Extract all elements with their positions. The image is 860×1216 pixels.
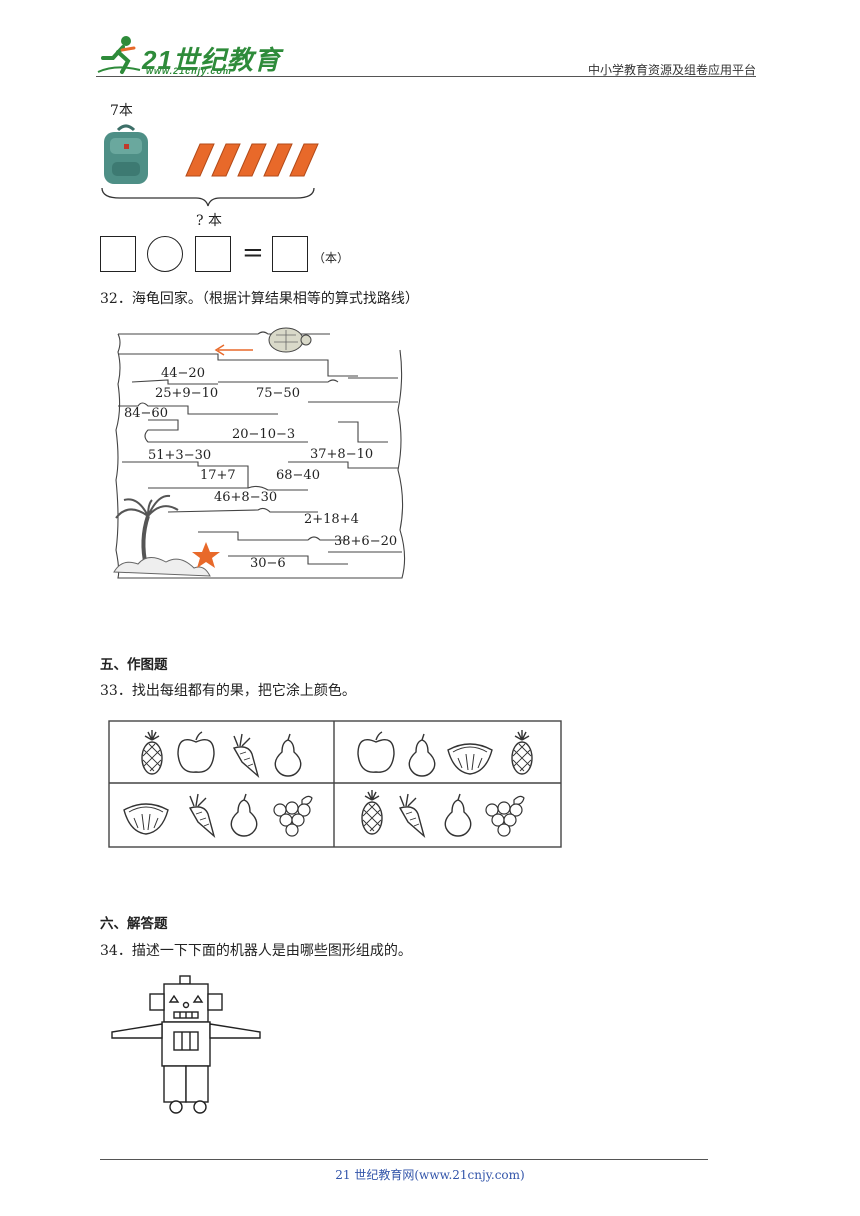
section-6-title: 六、解答题	[100, 916, 168, 932]
header-divider	[96, 76, 756, 77]
fruit-table	[108, 720, 562, 848]
maze-expression-4: 84−60	[124, 406, 168, 421]
question-32-text: 32．海龟回家。（根据计算结果相等的算式找路线）	[100, 291, 419, 307]
maze-expression-8: 17+7	[200, 468, 236, 483]
platform-name: 中小学教育资源及组卷应用平台	[587, 63, 756, 77]
robot-figure	[111, 975, 261, 1114]
footer-divider	[100, 1159, 708, 1160]
pineapple-icon	[511, 729, 533, 775]
unit-label: （本）	[313, 251, 350, 265]
logo-text: 21世纪教育	[142, 45, 281, 75]
brace-icon	[101, 187, 315, 207]
maze-expression-9: 68−40	[276, 468, 320, 483]
schoolbag-icon	[104, 124, 148, 184]
maze-expression-5: 20−10−3	[232, 427, 296, 442]
footer-text: 21 世纪教育网(www.21cnjy.com)	[335, 1168, 525, 1182]
label-seven-books: 7本	[110, 103, 133, 119]
palm-tree-icon	[113, 494, 211, 577]
question-33-text: 33．找出每组都有的果，把它涂上颜色。	[100, 683, 356, 699]
label-total-books: ? 本	[196, 213, 222, 229]
logo-url: www.21cnjy.com	[146, 66, 232, 76]
maze-expression-6: 51+3−30	[148, 448, 212, 463]
turtle-icon	[268, 327, 312, 353]
maze-board	[113, 327, 406, 579]
runner-logo-icon	[97, 36, 141, 74]
answer-box-2[interactable]	[195, 236, 231, 272]
pineapple-icon	[141, 729, 163, 775]
maze-expression-12: 38+6−20	[334, 534, 398, 549]
section-5-title: 五、作图题	[100, 657, 168, 673]
answer-box-1[interactable]	[100, 236, 136, 272]
maze-expression-13: 30−6	[250, 556, 286, 571]
maze-expression-3: 75−50	[256, 386, 300, 401]
operator-circle[interactable]	[147, 236, 183, 272]
maze-expression-2: 25+9−10	[155, 386, 219, 401]
equals-sign: =	[242, 238, 264, 268]
maze-expression-11: 2+18+4	[304, 512, 359, 527]
maze-expression-10: 46+8−30	[214, 490, 278, 505]
answer-box-result[interactable]	[272, 236, 308, 272]
books-icon	[185, 143, 319, 177]
maze-expression-7: 37+8−10	[310, 447, 374, 462]
question-34-text: 34．描述一下下面的机器人是由哪些图形组成的。	[100, 943, 412, 959]
star-icon	[192, 542, 220, 568]
pineapple-icon	[361, 789, 383, 835]
maze-expression-1: 44−20	[161, 366, 205, 381]
